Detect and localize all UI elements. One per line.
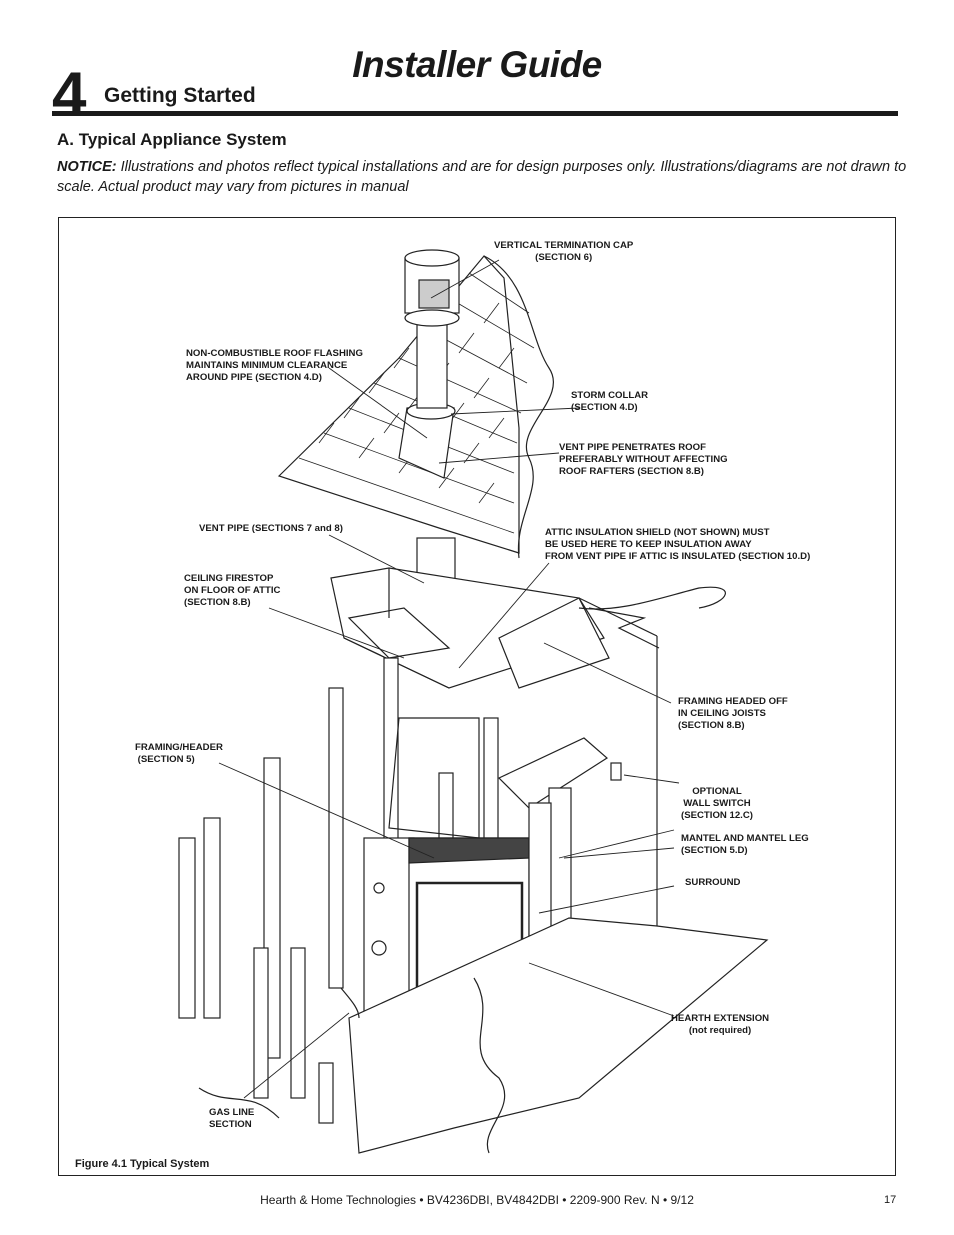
vent-pipe-upper bbox=[416, 322, 448, 409]
notice-paragraph: NOTICE: Illustrations and photos reflect… bbox=[57, 157, 907, 197]
page-number: 17 bbox=[884, 1194, 897, 1206]
fireplace-unit bbox=[363, 837, 415, 1019]
guide-title: Installer Guide bbox=[352, 44, 602, 85]
hearth-floor bbox=[348, 917, 769, 1154]
callout-vent-penetrates: VENT PIPE PENETRATES ROOF PREFERABLY WIT… bbox=[559, 442, 728, 477]
callout-vent-pipe: VENT PIPE (SECTIONS 7 and 8) bbox=[199, 523, 343, 534]
callout-storm-collar: STORM COLLAR (SECTION 4.D) bbox=[571, 390, 649, 413]
mantel bbox=[497, 737, 608, 809]
callout-surround: SURROUND bbox=[685, 877, 741, 888]
section-number: 4 bbox=[52, 60, 87, 129]
figure-caption: Figure 4.1 Typical System bbox=[75, 1158, 210, 1170]
subsection-title: A. Typical Appliance System bbox=[57, 130, 287, 149]
roof-shingles bbox=[277, 255, 520, 554]
callout-termination-cap: VERTICAL TERMINATION CAP (SECTION 6) bbox=[494, 240, 634, 263]
header-rule bbox=[52, 111, 898, 116]
callout-mantel: MANTEL AND MANTEL LEG (SECTION 5.D) bbox=[681, 833, 809, 856]
callout-hearth: HEARTH EXTENSION (not required) bbox=[671, 1013, 770, 1036]
callout-attic-shield: ATTIC INSULATION SHIELD (NOT SHOWN) MUST… bbox=[545, 527, 811, 562]
callout-gas-line: GAS LINE SECTION bbox=[209, 1107, 255, 1130]
section-title: Getting Started bbox=[104, 84, 256, 107]
notice-label: NOTICE: bbox=[57, 159, 117, 175]
callout-ceiling-firestop: CEILING FIRESTOP ON FLOOR OF ATTIC (SECT… bbox=[184, 573, 281, 608]
wall-switch bbox=[610, 762, 622, 781]
callout-wall-switch: OPTIONAL WALL SWITCH (SECTION 12.C) bbox=[681, 786, 753, 821]
roof-edge-wave bbox=[483, 255, 555, 559]
system-illustration bbox=[178, 249, 769, 1154]
floor-edge-wave bbox=[578, 586, 726, 610]
notice-text: Illustrations and photos reflect typical… bbox=[57, 159, 907, 195]
callout-framing-headed: FRAMING HEADED OFF IN CEILING JOISTS (SE… bbox=[678, 696, 788, 731]
page-footer: Hearth & Home Technologies • BV4236DBI, … bbox=[260, 1193, 694, 1207]
callout-framing-header: FRAMING/HEADER (SECTION 5) bbox=[135, 742, 223, 765]
figure-box: VERTICAL TERMINATION CAP (SECTION 6) NON… bbox=[58, 217, 896, 1176]
callout-roof-flashing: NON-COMBUSTIBLE ROOF FLASHING MAINTAINS … bbox=[186, 348, 363, 383]
gas-line bbox=[340, 987, 360, 1019]
mantel-leg bbox=[548, 787, 572, 939]
